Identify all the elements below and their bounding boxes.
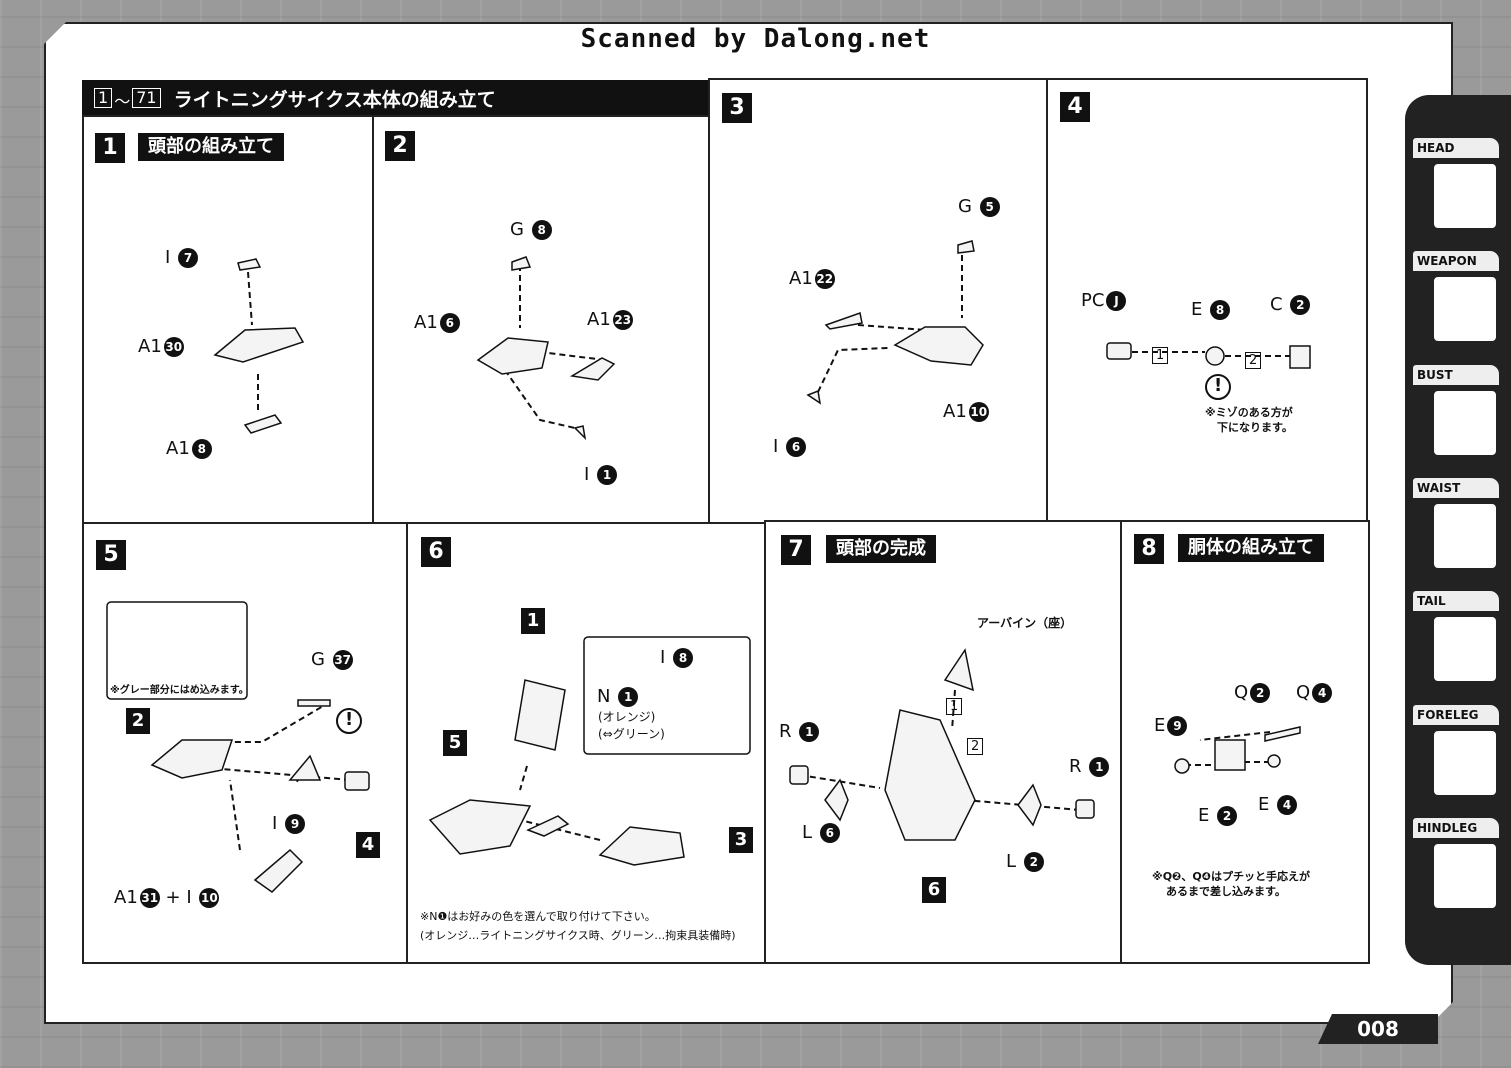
part-label-l2: L 2 — [1006, 851, 1044, 872]
ref-step-6: 6 — [922, 877, 946, 903]
step-7-number: 7 — [781, 535, 811, 565]
step-5-panel — [82, 522, 410, 964]
part-label-i8: I 8 — [660, 647, 694, 668]
order-box-1: 1 — [1152, 343, 1169, 364]
part-label-i7: I 7 — [165, 247, 199, 268]
warning-icon: ! — [1214, 375, 1223, 396]
step-3-panel — [708, 78, 1050, 524]
step-1-number: 1 — [95, 133, 125, 163]
part-label-e2: E 2 — [1198, 805, 1238, 826]
tab-bust[interactable]: BUST — [1412, 364, 1500, 457]
order-box-1: 1 — [946, 694, 963, 715]
ref-step-5: 5 — [443, 730, 467, 756]
part-label-e4: E 4 — [1258, 794, 1298, 815]
part-label-r1-right: R 1 — [1069, 756, 1110, 777]
part-label-l6: L 6 — [802, 822, 840, 843]
pilot-label: アーバイン（座） — [977, 616, 1073, 630]
part-label-g5: G 5 — [958, 196, 1000, 217]
foreleg-icon — [1432, 729, 1498, 797]
tab-weapon[interactable]: WEAPON — [1412, 250, 1500, 343]
tab-hindleg[interactable]: HINDLEG — [1412, 817, 1500, 910]
part-label-i1: I 1 — [584, 464, 618, 485]
waist-icon — [1432, 502, 1498, 570]
color-option-orange: (オレンジ) — [598, 710, 656, 724]
step-5-number: 5 — [96, 540, 126, 570]
section-title: ライトニングサイクス本体の組み立て — [173, 89, 496, 111]
ref-step-2: 2 — [126, 708, 150, 734]
part-label-c2: C 2 — [1270, 294, 1311, 315]
part-label-i9: I 9 — [272, 813, 306, 834]
step-6-number: 6 — [421, 537, 451, 567]
tab-waist[interactable]: WAIST — [1412, 477, 1500, 570]
step-8-title: 胴体の組み立て — [1178, 534, 1324, 562]
bust-icon — [1432, 389, 1498, 457]
head-icon — [1432, 162, 1498, 230]
color-option-green: (⇔グリーン) — [598, 727, 665, 741]
range-start-box: 1 — [94, 88, 113, 108]
ref-step-3: 3 — [729, 827, 753, 853]
tail-icon — [1432, 615, 1498, 683]
tab-tail[interactable]: TAIL — [1412, 590, 1500, 683]
scan-watermark: Scanned by Dalong.net — [580, 24, 931, 54]
step-4-number: 4 — [1060, 92, 1090, 122]
range-end-box: 71 — [132, 88, 161, 108]
step-8-number: 8 — [1134, 534, 1164, 564]
step-4-note: ※ミゾのある方が下になります。 — [1205, 406, 1293, 434]
step-6-note: ※N❶はお好みの色を選んで取り付けて下さい。(オレンジ…ライトニングサイクス時、… — [420, 910, 736, 942]
step-3-number: 3 — [722, 93, 752, 123]
part-label-e8: E 8 — [1191, 299, 1231, 320]
step-1-title: 頭部の組み立て — [138, 133, 284, 161]
step-5-inset-note: ※グレー部分にはめ込みます。 — [110, 685, 249, 696]
step-2-number: 2 — [385, 131, 415, 161]
part-label-n1: N 1 — [597, 686, 639, 707]
ref-step-1: 1 — [521, 608, 545, 634]
page-number: 008 — [1318, 1014, 1438, 1044]
order-box-2: 2 — [1245, 348, 1262, 369]
hindleg-icon — [1432, 842, 1498, 910]
tab-head[interactable]: HEAD — [1412, 137, 1500, 230]
tab-foreleg[interactable]: FORELEG — [1412, 704, 1500, 797]
part-label-r1-left: R 1 — [779, 721, 820, 742]
order-box-2: 2 — [967, 734, 984, 755]
range-separator: 〜 — [114, 92, 131, 111]
part-label-i6: I 6 — [773, 436, 807, 457]
step-1-panel — [82, 115, 374, 524]
warning-icon: ! — [345, 709, 354, 730]
weapon-icon — [1432, 275, 1498, 343]
step-8-note: ※Q❷、Q❹はプチッと手応えがあるまで差し込みます。 — [1152, 870, 1311, 898]
part-label-g37: G 37 — [311, 649, 353, 670]
part-label-g8: G 8 — [510, 219, 552, 240]
ref-step-4: 4 — [356, 832, 380, 858]
step-7-title: 頭部の完成 — [826, 535, 936, 563]
step-4-panel — [1046, 78, 1368, 524]
section-header: 1〜71 ライトニングサイクス本体の組み立て — [82, 80, 708, 115]
